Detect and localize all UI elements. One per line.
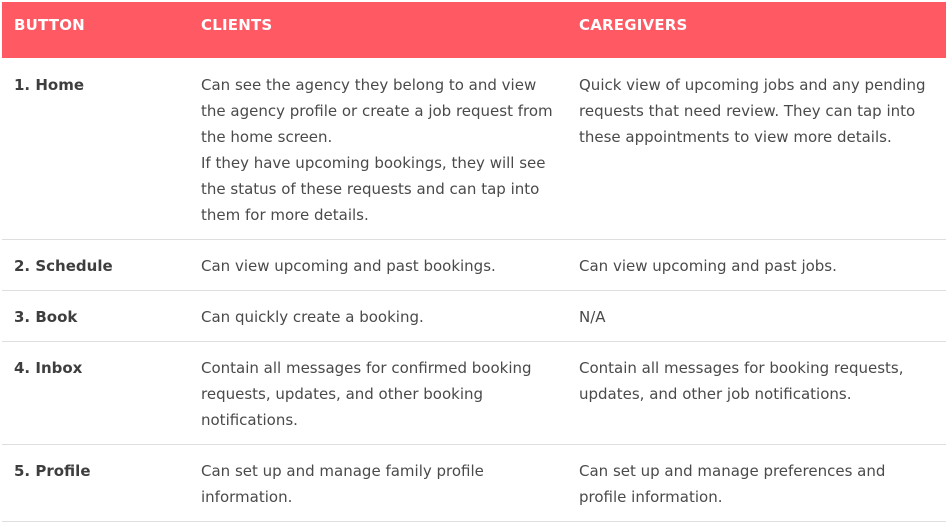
header-button: BUTTON [2, 2, 189, 58]
cell-caregivers: N/A [567, 290, 946, 342]
cell-button-name: 5. Profile [2, 444, 189, 522]
header-row: BUTTON CLIENTS CAREGIVERS [2, 2, 946, 58]
cell-clients: Can set up and manage family profile inf… [189, 444, 567, 522]
table-row: 3. Book Can quickly create a booking. N/A [2, 290, 946, 342]
clients-paragraph: Can see the agency they belong to and vi… [201, 76, 553, 146]
clients-paragraph: If they have upcoming bookings, they wil… [201, 154, 546, 224]
cell-clients: Can quickly create a booking. [189, 290, 567, 342]
header-clients: CLIENTS [189, 2, 567, 58]
cell-clients: Can see the agency they belong to and vi… [189, 58, 567, 240]
table-header: BUTTON CLIENTS CAREGIVERS [2, 2, 946, 58]
cell-button-name: 4. Inbox [2, 341, 189, 445]
cell-clients: Can view upcoming and past bookings. [189, 239, 567, 291]
clients-paragraph: Can quickly create a booking. [201, 308, 424, 326]
clients-paragraph: Contain all messages for confirmed booki… [201, 359, 532, 429]
clients-paragraph: Can view upcoming and past bookings. [201, 257, 496, 275]
table-row: 5. Profile Can set up and manage family p… [2, 444, 946, 522]
cell-button-name: 2. Schedule [2, 239, 189, 291]
cell-button-name: 3. Book [2, 290, 189, 342]
table-row: 2. Schedule Can view upcoming and past bo… [2, 239, 946, 291]
cell-caregivers: Contain all messages for booking request… [567, 341, 946, 445]
header-caregivers: CAREGIVERS [567, 2, 946, 58]
clients-paragraph: Can set up and manage family profile inf… [201, 462, 484, 506]
cell-caregivers: Can view upcoming and past jobs. [567, 239, 946, 291]
cell-clients: Contain all messages for confirmed booki… [189, 341, 567, 445]
cell-button-name: 1. Home [2, 58, 189, 240]
cell-caregivers: Can set up and manage preferences and pr… [567, 444, 946, 522]
cell-caregivers: Quick view of upcoming jobs and any pend… [567, 58, 946, 240]
